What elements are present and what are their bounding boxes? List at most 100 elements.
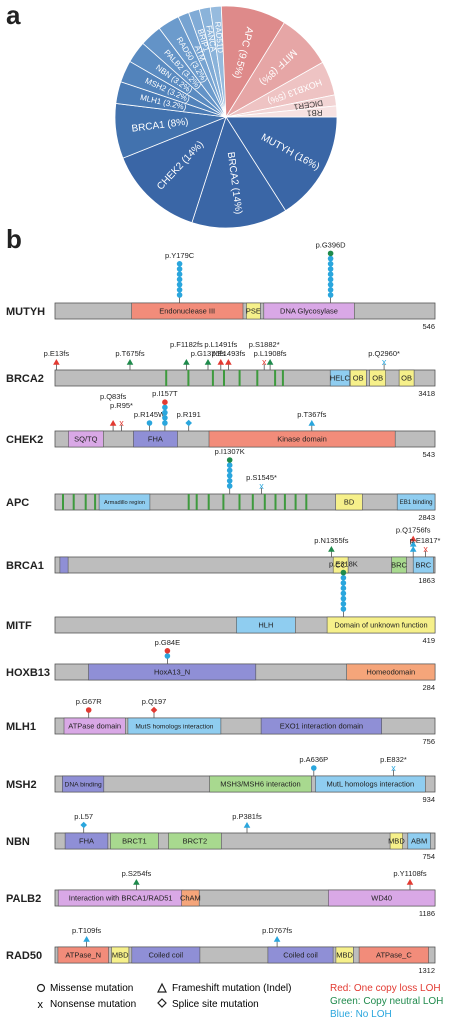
missense-marker [146,420,153,426]
mutation-label: p.Q83fs [100,392,127,401]
missense-marker [340,580,347,586]
motif-bar [263,494,266,510]
mutation-label: p.G1376fs [191,349,226,358]
domain-label-ob: OB [401,374,412,383]
missense-marker [226,457,233,463]
protein-length-nbn: 754 [422,852,435,861]
missense-marker [176,261,183,267]
domain-brc [412,556,434,574]
domain-sq-tq [68,430,104,448]
domain-mbd [335,946,354,964]
missense-marker [226,462,233,469]
domain-label-exo1-interaction-domain: EXO1 interaction domain [280,722,363,731]
mutation-label: p.F1182fs [170,340,203,349]
domain-unnamed [59,556,69,574]
frameshift-marker [409,535,417,542]
domain-bd [335,493,363,511]
motif-bar [94,494,97,510]
motif-bar [223,370,225,386]
domain-label-ob: OB [353,374,364,383]
missense-marker [327,250,334,257]
domain-label-brc: BRC [391,561,407,570]
missense-legend-icon [36,983,46,993]
domain-label-hoxa13-n: HoxA13_N [154,668,190,677]
splice-legend-icon [157,998,167,1008]
domain-dna-glycosylase [263,302,355,320]
motif-bar [251,494,254,510]
mutation-label: p.S1545* [246,473,277,482]
mutation-p-r95: xp.R95* [110,401,133,431]
mutation-label: p.Q1756fs [396,526,431,535]
mutation-label: p.R95* [110,401,133,410]
domain-domain-of-unknown-function [326,616,436,634]
domain-label-kinase-domain: Kinase domain [277,435,327,444]
domain-kinase-domain [208,430,396,448]
domain-label-muts-homologs-interaction: MutS homologs interaction [135,723,213,730]
frameshift-marker [308,420,316,426]
domain-label-fha: FHA [79,837,94,846]
missense-marker [327,287,334,293]
domain-brc [391,556,407,574]
mutation-label: p.G67R [76,697,102,706]
domain-label-msh3-msh6-interaction: MSH3/MSH6 interaction [220,780,300,789]
frameshift-marker [126,359,134,365]
domain-eb1-binding [396,493,436,511]
protein-length-hoxb13: 284 [422,683,435,692]
missense-marker [162,415,168,421]
mutation-label: p.N1355fs [314,536,348,545]
domain-coiled-coil [131,946,201,964]
missense-marker [340,569,347,576]
pie-label-rad51d: RAD51D [213,21,225,53]
domain-endonuclease-iii [131,302,244,320]
nonsense-legend-label: Nonsense mutation [50,999,136,1010]
missense-marker [340,606,347,612]
domain-brct2 [168,832,222,850]
protein-length-msh2: 934 [422,795,435,804]
mutation-p-s1545: xp.S1545* [246,473,277,494]
blue-legend-label: Blue: No LOH [330,1009,392,1020]
mutation-label: p.E13fs [44,349,70,358]
frameshift-marker [83,936,90,942]
domain-label-sq-tq: SQ/TQ [74,435,98,444]
missense-marker [340,575,347,581]
domain-label-atpase-c: ATPase_C [376,951,412,960]
domain-wd40 [327,889,436,907]
motif-bar [256,370,259,386]
pie-slice-chek2-14 [122,116,227,224]
missense-marker [226,483,233,489]
mutation-p-q1756fs: p.Q1756fs [396,526,431,557]
domain-hlh [236,616,296,634]
domain-label-helc: HELC [330,374,351,383]
protein-length-mutyh: 546 [422,322,435,331]
missense-marker [340,590,347,597]
splice-marker [150,706,158,714]
frameshift-marker [133,879,140,885]
mutation-label: p.Y1108fs [393,869,426,878]
protein-length-brca1: 1863 [418,576,435,585]
frameshift-marker [266,359,274,365]
missense-marker [162,399,168,406]
domain-label-eb1-binding: EB1 binding [400,499,433,506]
domain-abm [407,832,431,850]
motif-bar [222,494,225,510]
mutation-p-l1908fs: p.L1908fs [254,349,287,370]
motif-bar [211,370,214,386]
pie-label-rb1: RB1 [306,108,323,118]
domain-atpase-n [57,946,109,964]
mutation-label: p.E1493fs [212,349,246,358]
mutation-label: p.E1817* [410,536,441,545]
mutation-label: p.I1307K [215,447,245,456]
domain-pse [246,302,261,320]
mutation-p-y179c: p.Y179C [165,251,195,303]
domain-ob [369,369,387,387]
mutation-p-q83fs: p.Q83fs [100,392,127,431]
nonsense-marker: x [382,357,387,367]
mutation-p-g67r: p.G67R [76,697,102,718]
domain-label-ob: OB [372,374,383,383]
mutation-p-f1182fs: p.F1182fs [170,340,203,370]
motif-bar [274,370,277,386]
mutation-p-t367fs: p.T367fs [297,410,327,431]
domain-label-brct2: BRCT2 [183,837,208,846]
nonsense-marker: x [423,544,428,554]
